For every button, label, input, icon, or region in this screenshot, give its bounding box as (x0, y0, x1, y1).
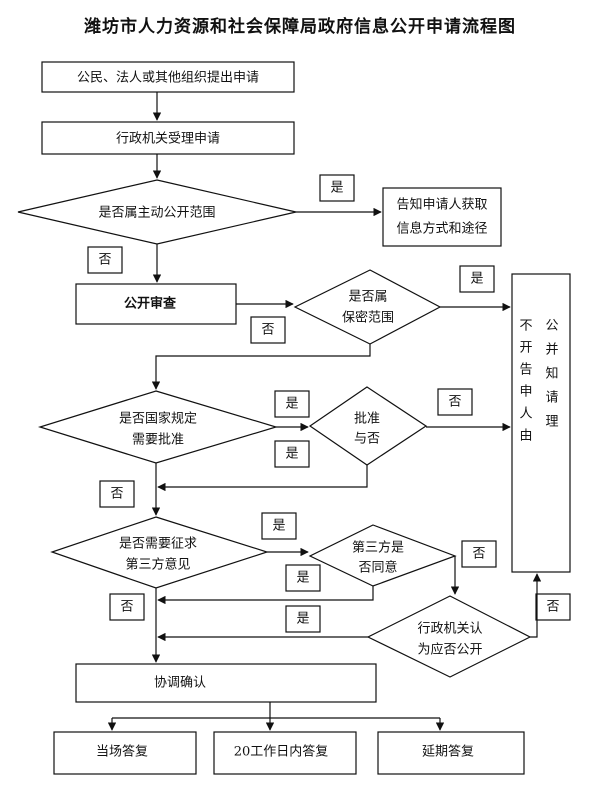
text-not-public-3: 告 (519, 363, 532, 378)
text-third-agree-2: 否同意 (358, 560, 397, 576)
text-not-public-2: 开 (519, 341, 532, 356)
text-public-2: 并 (545, 343, 558, 358)
box-answer-delay (377, 731, 525, 775)
text-approve-2: 与否 (354, 432, 380, 447)
edge-box-no-5 (461, 540, 497, 568)
edge-box-no-7 (535, 593, 571, 621)
edge-box-no-1 (87, 246, 123, 274)
box-result (511, 273, 571, 573)
text-apply: 公民、法人或其他组织提出申请 (77, 70, 259, 86)
text-not-public-1: 不 (519, 319, 532, 334)
text-answer-delay: 延期答复 (422, 744, 474, 760)
text-public-3: 知 (545, 366, 558, 382)
box-apply (41, 61, 295, 93)
label-no-7: 否 (546, 600, 559, 615)
edge-box-yes-7 (285, 605, 321, 633)
text-secret-2: 保密范围 (342, 310, 394, 326)
label-yes-5: 是 (272, 519, 285, 534)
text-accept: 行政机关受理申请 (116, 132, 220, 147)
edge-thirdagree-back (157, 586, 374, 605)
label-no-1: 否 (98, 253, 111, 268)
edge-box-yes-6 (285, 564, 321, 592)
text-in-scope: 是否属主动公开范围 (98, 206, 215, 221)
text-secret-1: 是否属 (348, 290, 387, 305)
text-not-public-5: 人 (519, 407, 532, 422)
label-no-2: 否 (261, 323, 274, 338)
text-not-public-6: 由 (519, 429, 532, 444)
text-third-agree-1: 第三方是 (352, 540, 404, 556)
text-review: 公开审查 (124, 296, 177, 312)
text-public-4: 请 (545, 391, 558, 406)
edge-box-yes-4 (274, 440, 310, 468)
text-coordinate: 协调确认 (154, 676, 206, 691)
edge-box-no-6 (109, 593, 145, 621)
text-third-need-1: 是否需要征求 (119, 537, 197, 552)
text-approve-1: 批准 (354, 412, 380, 427)
label-yes-3: 是 (285, 397, 298, 412)
flowchart-title: 潍坊市人力资源和社会保障局政府信息公开申请流程图 (84, 17, 516, 37)
box-answer-20 (213, 731, 357, 775)
text-agency-2: 为应否公开 (417, 642, 482, 658)
diamond-agency (366, 595, 532, 678)
text-national-2: 需要批准 (132, 433, 184, 448)
label-no-5: 否 (472, 547, 485, 562)
edge-secret-national (151, 344, 371, 390)
text-not-public-4: 申 (519, 385, 532, 400)
text-national-1: 是否国家规定 (119, 411, 197, 427)
text-agency-1: 行政机关认 (417, 622, 482, 637)
label-yes-6: 是 (296, 571, 309, 586)
box-answer-now (53, 731, 197, 775)
edge-agency-result (530, 573, 542, 638)
text-public-5: 理 (545, 415, 558, 430)
edge-box-yes-3 (274, 390, 310, 418)
text-answer-now: 当场答复 (96, 744, 148, 760)
label-yes-1: 是 (330, 181, 343, 196)
box-accept (41, 121, 295, 155)
diamond-third-agree (308, 524, 457, 587)
label-no-3: 否 (448, 395, 461, 410)
text-public-1: 公 (545, 319, 558, 334)
box-coordinate (75, 663, 377, 703)
edge-box-yes-5 (261, 512, 297, 540)
text-answer-20: 20工作日内答复 (234, 744, 329, 760)
edge-approve-back (157, 465, 368, 492)
text-notify-1: 告知申请人获取 (396, 197, 487, 213)
label-no-4: 否 (110, 487, 123, 502)
edge-box-yes-1 (319, 174, 355, 202)
text-notify-2: 信息方式和途径 (396, 221, 487, 237)
label-yes-2: 是 (470, 272, 483, 287)
diamond-national (37, 390, 279, 464)
edge-box-no-3 (437, 388, 473, 416)
diamond-secret (293, 269, 442, 345)
label-yes-7: 是 (296, 612, 309, 627)
edge-box-no-4 (99, 480, 135, 508)
box-notify (382, 187, 502, 247)
label-no-6: 否 (120, 600, 133, 615)
text-third-need-2: 第三方意见 (125, 557, 190, 573)
label-yes-4: 是 (285, 447, 298, 462)
edge-box-no-2 (250, 316, 286, 344)
edge-box-yes-2 (459, 265, 495, 293)
diamond-third-need (50, 516, 269, 589)
